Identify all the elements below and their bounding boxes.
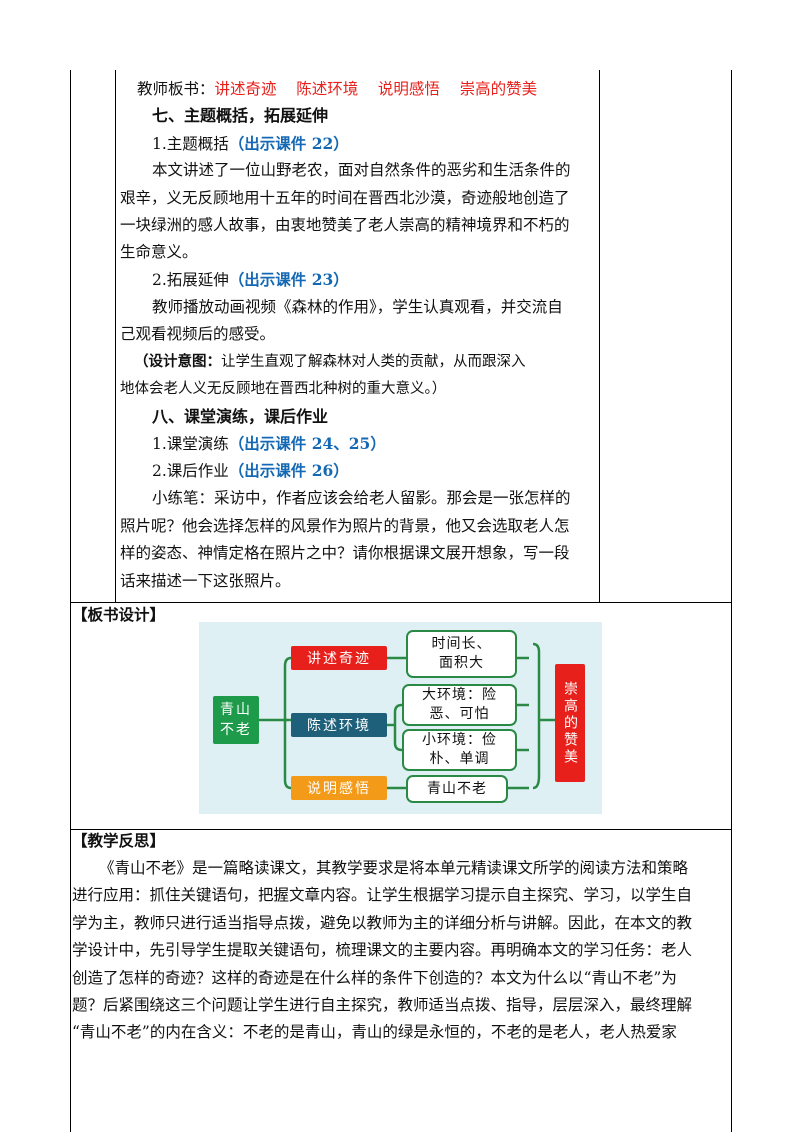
design-intent-line: 地体会老人义无反顾地在晋西北种树的重大意义。） — [120, 381, 447, 397]
design-intent-text: 让学生直观了解森林对人类的贡献，从而跟深入 — [221, 354, 526, 370]
table-border-left — [70, 70, 71, 1132]
leaf-time-area: 时间长、 面积大 — [406, 630, 517, 678]
design-intent-line: （设计意图：让学生直观了解森林对人类的贡献，从而跟深入 — [134, 352, 604, 372]
sub2-label: 2.拓展延伸 — [152, 271, 229, 289]
sub2-ref: （出示课件 26） — [228, 461, 349, 480]
paragraph-line: 话来描述一下这张照片。 — [120, 572, 291, 590]
reflection-line: 创造了怎样的奇迹？这样的奇迹是在什么样的条件下创造的？本文为什么以“青山不老”为 — [72, 969, 677, 987]
sub1-ref: （出示课件 24、25） — [228, 434, 386, 453]
section-7-title: 七、主题概括，拓展延伸 — [152, 106, 329, 125]
board-design-diagram: 青山 不老 讲述奇迹 陈述环境 说明感悟 时间长、 面积大 大环境：险 恶、可怕… — [199, 622, 602, 814]
diagram-connectors — [259, 642, 555, 790]
paragraph-line: 小练笔：采访中，作者应该会给老人留影。那会是一张怎样的 — [152, 489, 571, 507]
center-node: 青山 不老 — [213, 696, 259, 744]
section-8-sub1: 1.课堂演练（出示课件 24、25） — [152, 434, 622, 454]
reflection-line: “青山不老”的内在含义：不老的是青山，青山的绿是永恒的，不老的是老人，老人热爱家 — [72, 1023, 677, 1041]
design-intent-label: （设计意图： — [134, 353, 221, 370]
branch-describe-environment: 陈述环境 — [291, 713, 387, 737]
sub2-label: 2.课后作业 — [152, 462, 229, 480]
sub1-label: 1.主题概括 — [152, 135, 229, 153]
board-design-heading: 【板书设计】 — [72, 605, 166, 624]
table-border-right — [731, 70, 732, 1132]
branch-explain-insight: 说明感悟 — [291, 776, 387, 800]
sub2-ref: （出示课件 23） — [228, 270, 349, 289]
sub1-ref: （出示课件 22） — [228, 134, 349, 153]
reflection-line: 进行应用：抓住关键语句，把握文章内容。让学生根据学习提示自主探究、学习，以学生自 — [72, 886, 693, 904]
leaf-qingshan-bulao: 青山不老 — [406, 775, 508, 803]
paragraph-line: 照片呢？他会选择怎样的风景作为照片的背景，他又会选取老人怎 — [120, 517, 570, 535]
board-line-prefix: 教师板书： — [137, 80, 215, 98]
table-col-divider — [599, 70, 600, 602]
reflection-line: 学为主，教师只进行适当指导点拨，避免以教师为主的详细分析与讲解。因此，在本文的教 — [72, 914, 693, 932]
table-col-divider — [115, 70, 116, 602]
paragraph-line: 本文讲述了一位山野老农，面对自然条件的恶劣和生活条件的 — [152, 161, 571, 179]
reflection-line: 《青山不老》是一篇略读课文，其教学要求是将本单元精读课文所学的阅读方法和策略 — [99, 859, 689, 877]
reflection-line: 学设计中，先引导学生提取关键语句，梳理课文的主要内容。再明确本文的学习任务：老人 — [72, 941, 693, 959]
paragraph-line: 一块绿洲的感人故事，由衷地赞美了老人崇高的精神境界和不朽的 — [120, 216, 570, 234]
branch-narrate-miracle: 讲述奇迹 — [291, 646, 387, 670]
paragraph-line: 生命意义。 — [120, 243, 198, 261]
paragraph-line: 己观看视频后的感受。 — [120, 325, 276, 343]
reflection-heading: 【教学反思】 — [72, 831, 166, 850]
paragraph-line: 教师播放动画视频《森林的作用》，学生认真观看，并交流自 — [152, 298, 563, 316]
table-row-divider — [70, 829, 732, 830]
sub1-label: 1.课堂演练 — [152, 435, 229, 453]
reflection-line: 题？后紧围绕这三个问题让学生进行自主探究，教师适当点拨、指导，层层深入，最终理解 — [72, 996, 693, 1014]
section-8-title: 八、课堂演练，课后作业 — [152, 407, 329, 426]
leaf-big-environment: 大环境：险 恶、可怕 — [402, 684, 517, 726]
paragraph-line: 艰辛，义无反顾地用十五年的时间在晋西北沙漠，奇迹般地创造了 — [120, 189, 570, 207]
leaf-small-environment: 小环境：俭 朴、单调 — [402, 729, 517, 771]
result-node: 崇高的赞美 — [555, 664, 585, 782]
section-7-sub1: 1.主题概括（出示课件 22） — [152, 134, 622, 154]
teacher-board-line: 教师板书：讲述奇迹 陈述环境 说明感悟 崇高的赞美 — [137, 79, 607, 99]
section-8-sub2: 2.课后作业（出示课件 26） — [152, 461, 622, 481]
paragraph-line: 样的姿态、神情定格在照片之中？请你根据课文展开想象，写一段 — [120, 544, 570, 562]
table-row-divider — [70, 602, 732, 603]
board-line-items: 讲述奇迹 陈述环境 说明感悟 崇高的赞美 — [214, 80, 538, 98]
section-7-sub2: 2.拓展延伸（出示课件 23） — [152, 270, 622, 290]
